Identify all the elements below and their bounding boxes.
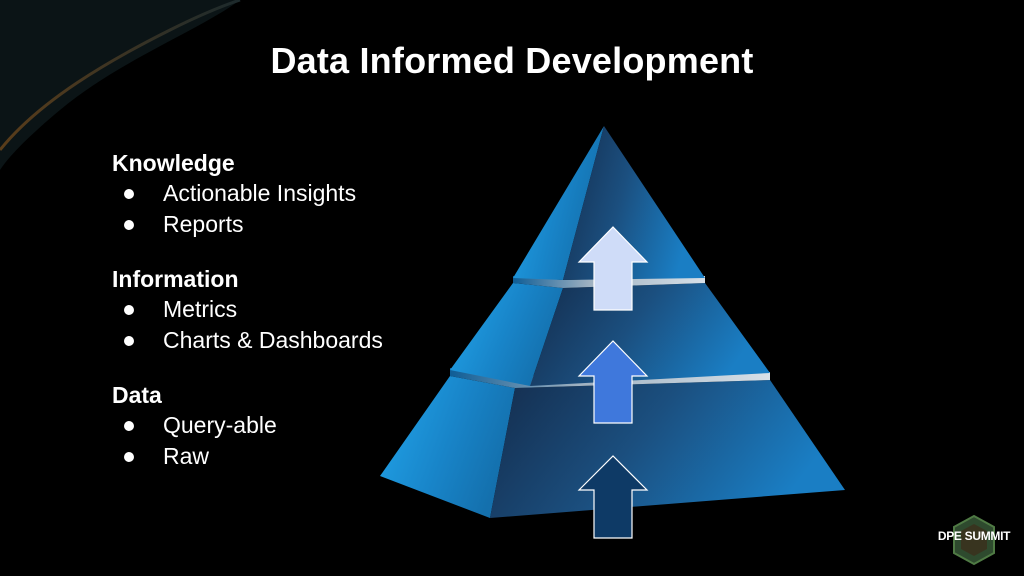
- pyramid-tier-data: [380, 376, 845, 518]
- list-item: Charts & Dashboards: [112, 325, 442, 356]
- tier-left-face: [450, 283, 563, 386]
- list-item-label: Raw: [163, 443, 210, 469]
- arrow-up-icon: [577, 340, 649, 424]
- tier-right-face: [530, 283, 770, 386]
- arrow-up-icon: [577, 226, 649, 311]
- arrow-up-icon: [577, 455, 649, 539]
- section-heading: Data: [112, 382, 162, 408]
- bullet-list: Query-able Raw: [112, 410, 442, 472]
- list-item: Raw: [112, 441, 442, 472]
- pyramid-tier-information: [450, 283, 770, 386]
- bullet-icon: [124, 189, 134, 199]
- list-item: Query-able: [112, 410, 442, 441]
- section-data: Data Query-able Raw: [112, 380, 442, 472]
- bullet-icon: [124, 452, 134, 462]
- pyramid-outline: Knowledge Actionable Insights Reports In…: [112, 148, 442, 496]
- section-heading: Information: [112, 266, 239, 292]
- bullet-icon: [124, 220, 134, 230]
- hexagon-logo-icon: [953, 514, 995, 566]
- section-information: Information Metrics Charts & Dashboards: [112, 264, 442, 356]
- list-item: Reports: [112, 209, 442, 240]
- tier-left-face: [380, 376, 515, 518]
- list-item-label: Charts & Dashboards: [163, 327, 383, 353]
- list-item-label: Actionable Insights: [163, 180, 357, 206]
- bullet-icon: [124, 336, 134, 346]
- list-item: Actionable Insights: [112, 178, 442, 209]
- bullet-list: Actionable Insights Reports: [112, 178, 442, 240]
- tier-right-face: [490, 380, 845, 518]
- section-heading: Knowledge: [112, 150, 235, 176]
- slide-title: Data Informed Development: [270, 40, 754, 81]
- bullet-icon: [124, 305, 134, 315]
- list-item-label: Reports: [163, 211, 244, 237]
- list-item-label: Metrics: [163, 296, 238, 322]
- dpe-summit-logo: DPE SUMMIT: [934, 514, 1014, 566]
- logo-text: DPE SUMMIT: [937, 529, 1011, 543]
- pyramid-diagram: [380, 126, 845, 539]
- bullet-icon: [124, 421, 134, 431]
- tier-left-face: [513, 126, 604, 280]
- list-item-label: Query-able: [163, 412, 277, 438]
- section-knowledge: Knowledge Actionable Insights Reports: [112, 148, 442, 240]
- list-item: Metrics: [112, 294, 442, 325]
- bullet-list: Metrics Charts & Dashboards: [112, 294, 442, 356]
